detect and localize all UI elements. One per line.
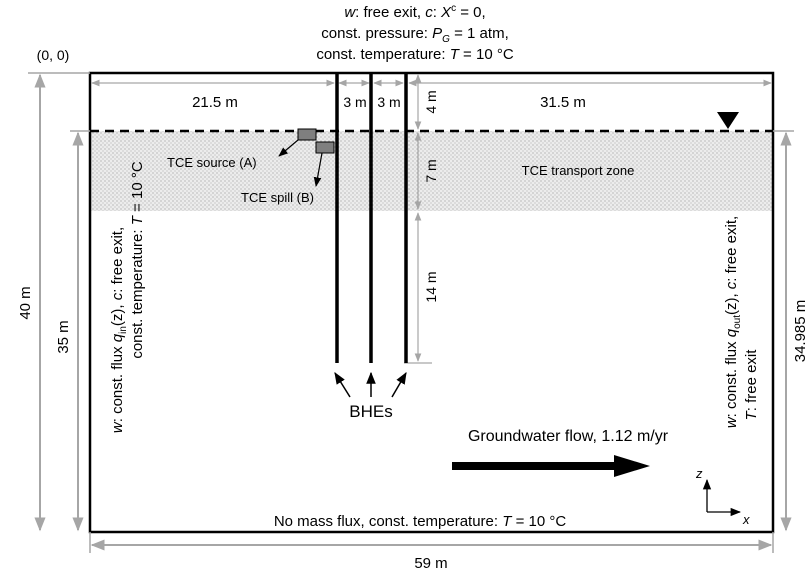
dim-label-14m: 14 m bbox=[423, 271, 439, 302]
groundwater-flow-arrow bbox=[452, 455, 650, 477]
top-bc-line-1: w: free exit, c: Xc = 0, bbox=[344, 3, 485, 21]
tce-source-box bbox=[297, 128, 317, 141]
tce-spill-box bbox=[315, 141, 335, 154]
dim-label-40m: 40 m bbox=[17, 286, 34, 319]
dim-label-35m: 35 m bbox=[55, 320, 72, 353]
bhe-arrow-1 bbox=[334, 371, 351, 398]
dim-label-21-5: 21.5 m bbox=[192, 94, 238, 111]
dim-label-7m: 7 m bbox=[423, 159, 439, 182]
dim-label-31-5: 31.5 m bbox=[540, 94, 586, 111]
tce-source-arrow bbox=[278, 139, 299, 157]
tce-spill-arrow bbox=[313, 152, 323, 187]
top-bc-line-2: const. pressure: PG = 1 atm, bbox=[321, 25, 508, 45]
bhe-arrow-3 bbox=[391, 371, 407, 398]
left-bc-line-1: w: const. flux qin(z), c: free exit, bbox=[109, 227, 129, 433]
tce-source-label: TCE source (A) bbox=[167, 155, 257, 170]
tce-transport-zone bbox=[90, 131, 773, 211]
domain-frame bbox=[88, 71, 775, 534]
right-bc-line-1: w: const. flux qout(z), c: free exit, bbox=[723, 216, 743, 428]
z-axis-label: z bbox=[695, 466, 703, 481]
dim-label-gap-1: 3 m bbox=[343, 94, 366, 110]
bhes-label: BHEs bbox=[349, 402, 392, 421]
x-axis-label: x bbox=[742, 512, 750, 527]
dim-label-59m: 59 m bbox=[414, 555, 447, 572]
right-bc-line-2: T: free exit bbox=[743, 349, 760, 421]
groundwater-flow-label: Groundwater flow, 1.12 m/yr bbox=[468, 428, 669, 445]
left-bc-line-2: const. temperature: T = 10 °C bbox=[129, 161, 146, 359]
dim-label-gap-2: 3 m bbox=[377, 94, 400, 110]
water-table-symbol bbox=[717, 112, 739, 129]
dim-label-34-985m: 34.985 m bbox=[792, 300, 809, 363]
dim-label-4m: 4 m bbox=[423, 90, 439, 113]
top-bc-line-3: const. temperature: T = 10 °C bbox=[316, 46, 514, 63]
origin-label: (0, 0) bbox=[37, 47, 70, 63]
tce-spill-label: TCE spill (B) bbox=[241, 190, 314, 205]
transport-zone-label: TCE transport zone bbox=[522, 163, 635, 178]
bottom-bc-text: No mass flux, const. temperature: T = 10… bbox=[274, 513, 567, 530]
